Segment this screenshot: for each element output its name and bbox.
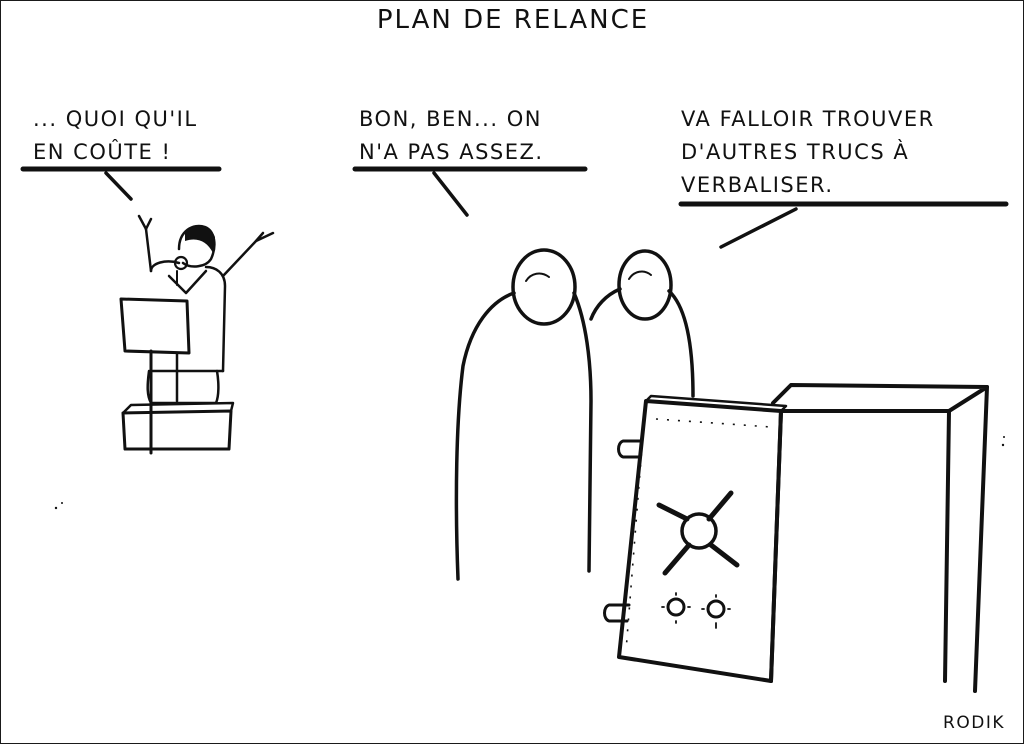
speech-underline-3 (678, 201, 1009, 249)
safe-illustration (603, 383, 989, 693)
ink-specks (54, 436, 1005, 510)
figure-front (454, 248, 593, 581)
speech-text-figures: BON, BEN... ON N'A PAS ASSEZ. (359, 107, 544, 164)
figure-back (589, 249, 695, 398)
speech-underline-2 (352, 166, 588, 217)
artist-signature: RODIK (943, 713, 1005, 733)
cartoon-title: PLAN DE RELANCE (376, 5, 650, 35)
speech-text-conductor: ... QUOI QU'IL EN COÛTE ! (33, 107, 198, 164)
speech-text-figures-2: VA FALLOIR TROUVER D'AUTRES TRUCS À VERB… (681, 107, 935, 197)
conductor-figure (119, 214, 275, 455)
speech-underline-1 (20, 166, 222, 201)
